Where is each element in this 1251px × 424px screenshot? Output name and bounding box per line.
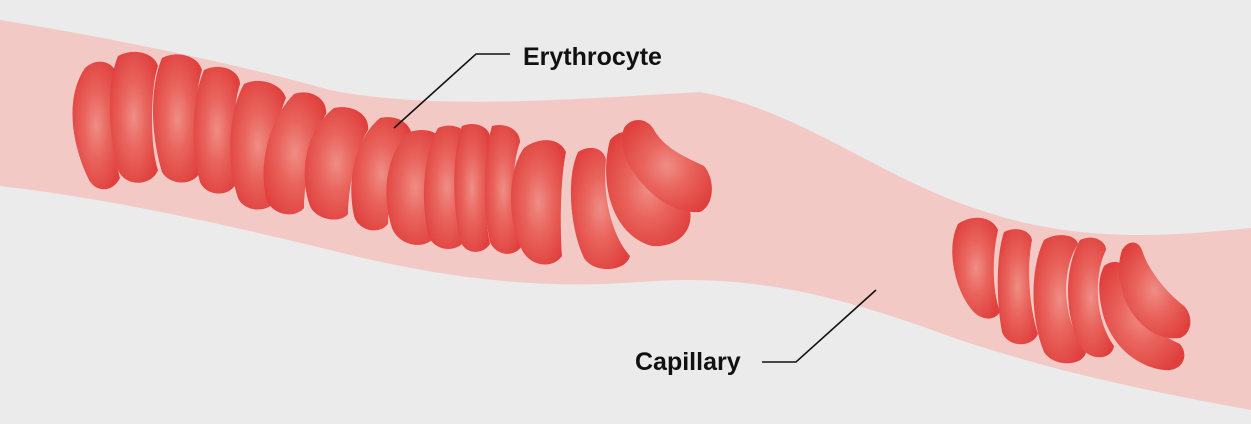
erythrocyte-cell [304,107,369,220]
erythrocyte-cell [351,117,412,231]
erythrocyte-label: Erythrocyte [523,43,662,71]
erythrocyte-cell [454,123,491,252]
erythrocyte-cell [997,229,1038,345]
erythrocyte-cell [1119,242,1191,339]
capillary-label: Capillary [635,348,741,376]
erythrocyte-cell [952,217,1000,319]
erythrocyte-cell [1099,261,1185,371]
erythrocyte-cell [193,66,240,194]
erythrocyte-cell [1033,235,1086,364]
erythrocyte-cell [153,54,202,183]
erythrocyte-cell [263,92,327,215]
erythrocyte-leader-line [393,53,510,129]
erythrocyte-stack-right [952,217,1191,371]
erythrocyte-cell [72,61,120,190]
erythrocyte-stack-left [72,51,712,270]
erythrocyte-cell [570,147,630,270]
erythrocyte-cell [510,140,566,265]
capillary-leader-line [762,289,877,363]
erythrocyte-cell [622,119,712,213]
erythrocyte-cell [109,51,158,183]
erythrocyte-cell [1068,237,1114,358]
erythrocyte-cell [484,124,522,254]
